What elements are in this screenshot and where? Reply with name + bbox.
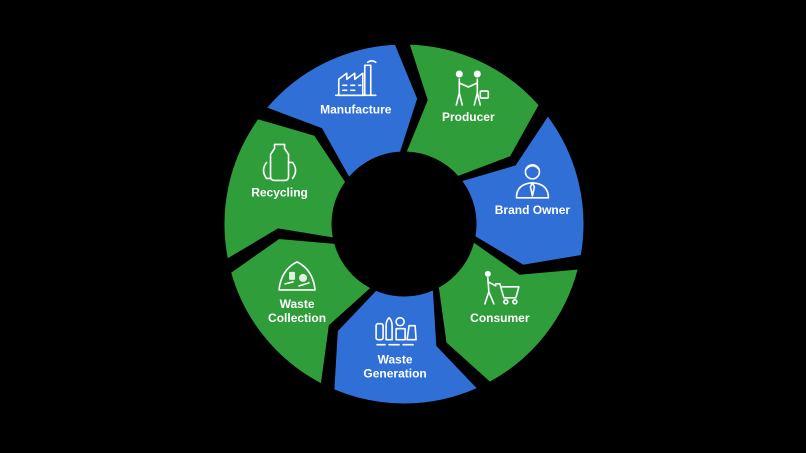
shopping-cart-icon xyxy=(484,270,520,305)
segment-label: Producer xyxy=(442,110,495,124)
segment-label: Recycling xyxy=(251,185,308,199)
center-hole xyxy=(332,152,476,296)
recycle-bottle-icon xyxy=(262,143,297,182)
waste-pile-icon xyxy=(278,261,316,291)
segment-label: Waste xyxy=(378,353,413,367)
segment-label: Waste xyxy=(280,297,315,311)
factory-icon xyxy=(334,59,377,97)
segment-label: Collection xyxy=(268,311,326,325)
businessman-icon xyxy=(515,164,550,199)
waste-items-icon xyxy=(375,316,417,346)
segment-label: Manufacture xyxy=(320,102,392,116)
handshake-icon xyxy=(455,70,490,106)
segment-label: Generation xyxy=(363,367,426,381)
segment-label: Brand Owner xyxy=(495,203,571,217)
segment-label: Consumer xyxy=(470,311,530,325)
